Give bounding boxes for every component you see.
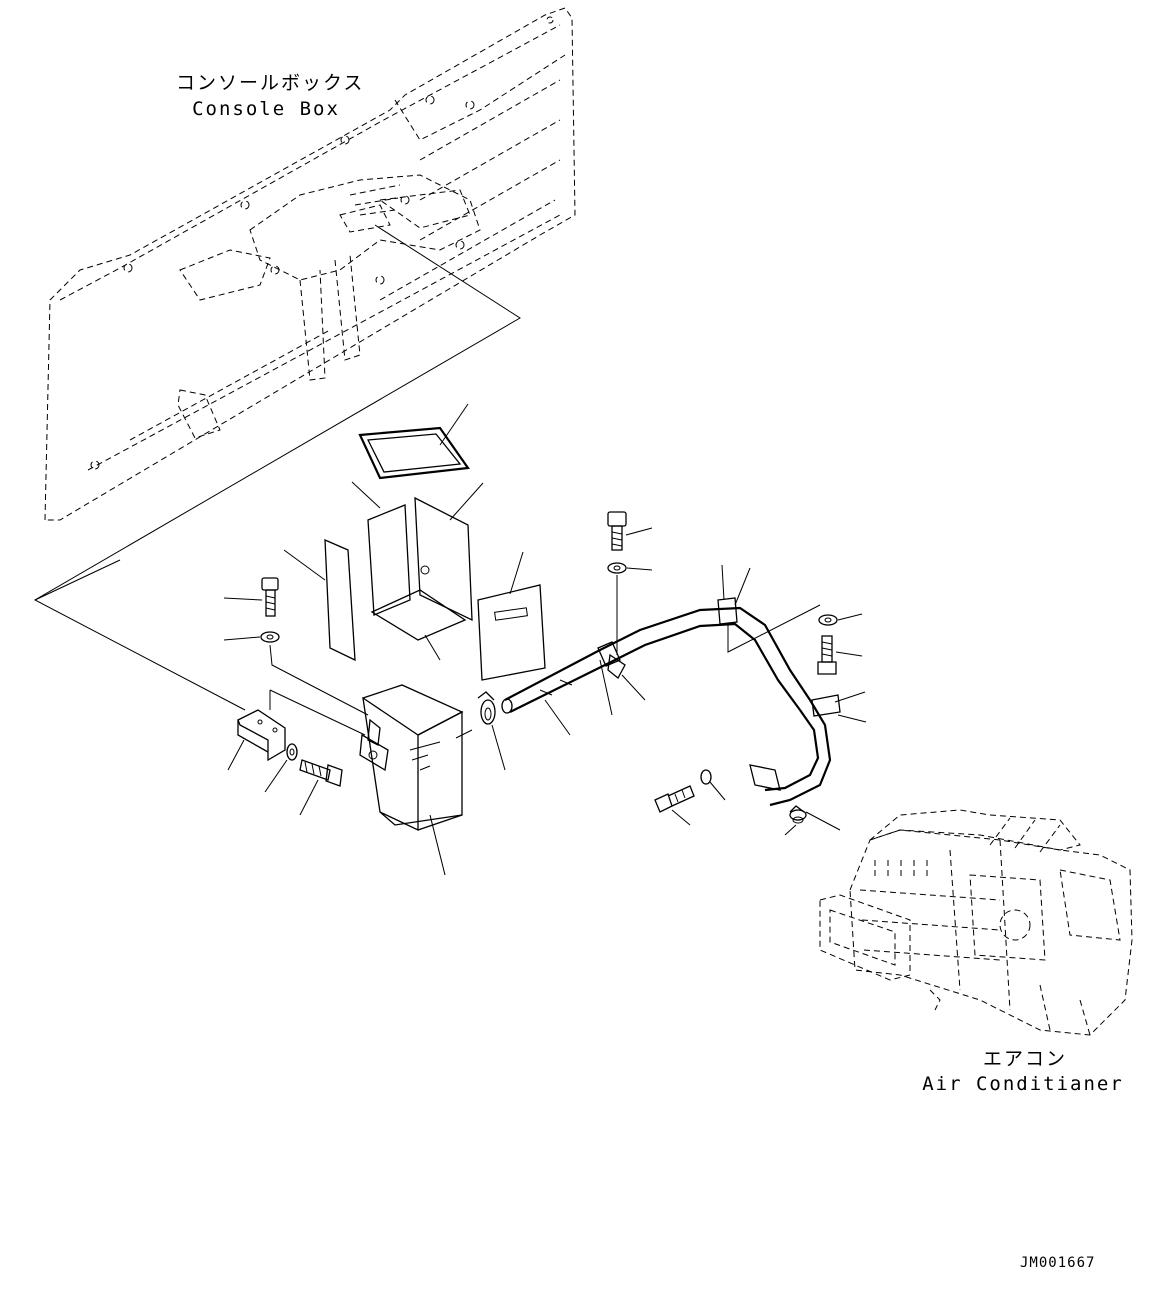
bolt-lower-middle <box>654 769 726 826</box>
bracket <box>227 689 366 771</box>
air-conditioner-label-jp: エアコン <box>982 1048 1067 1070</box>
air-conditioner-unit <box>819 809 1133 1036</box>
console-box-label-jp: コンソールボックス <box>176 72 365 94</box>
insulation-panels <box>283 481 546 681</box>
washer-bracket <box>264 743 298 793</box>
bolt-right <box>817 613 863 675</box>
console-box-label-en: Console Box <box>192 98 340 120</box>
bolt-left <box>223 577 369 716</box>
box-body <box>359 684 464 876</box>
air-conditioner-label-en: Air Conditianer <box>922 1073 1124 1095</box>
bolt-bracket <box>299 759 343 816</box>
duct-hose <box>501 564 867 807</box>
leader-lines <box>455 729 473 739</box>
console-box-panel <box>33 7 576 711</box>
hose-clamp-right <box>784 805 841 836</box>
hose-clamp-left <box>477 691 506 771</box>
bolt-top-middle <box>607 511 653 655</box>
gasket <box>358 403 470 480</box>
drawing-code: JM001667 <box>1020 1255 1096 1271</box>
